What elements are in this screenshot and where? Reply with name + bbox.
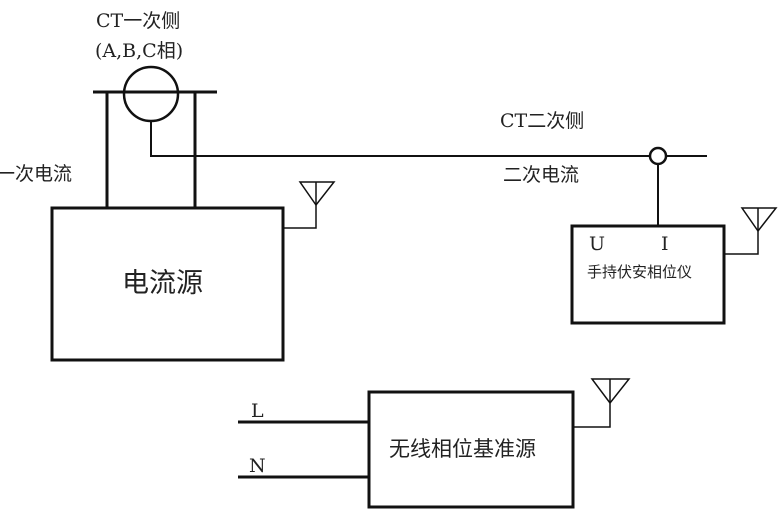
handheld-meter-label: 手持伏安相位仪 [587,263,693,281]
ct-primary-circle [122,65,180,123]
current-terminal-label: I [661,233,669,255]
current-source-label: 电流源 [122,268,203,299]
line-N-label: N [249,455,266,477]
voltage-terminal-label: U [589,233,606,255]
ct-secondary-label: CT二次侧 [500,110,585,132]
current-source-box [50,206,285,362]
clamp-circle [648,146,668,166]
reference-antenna-stem [573,403,611,428]
wireless-reference-label: 无线相位基准源 [389,437,536,461]
current-source-antenna-icon [298,181,336,207]
secondary-wire [150,121,707,157]
handheld-antenna-icon [740,207,778,233]
ct-primary-label: CT一次侧 [96,10,181,32]
secondary-current-label: 二次电流 [503,164,580,186]
current-source-antenna-stem [283,205,317,229]
primary-current-label: 一次电流 [0,163,73,185]
wireless-reference-box [367,390,575,509]
handheld-meter-box [570,224,726,325]
handheld-antenna-stem [724,231,759,255]
line-L-label: L [251,400,264,422]
ct-phases-label: (A,B,C相) [95,40,184,62]
